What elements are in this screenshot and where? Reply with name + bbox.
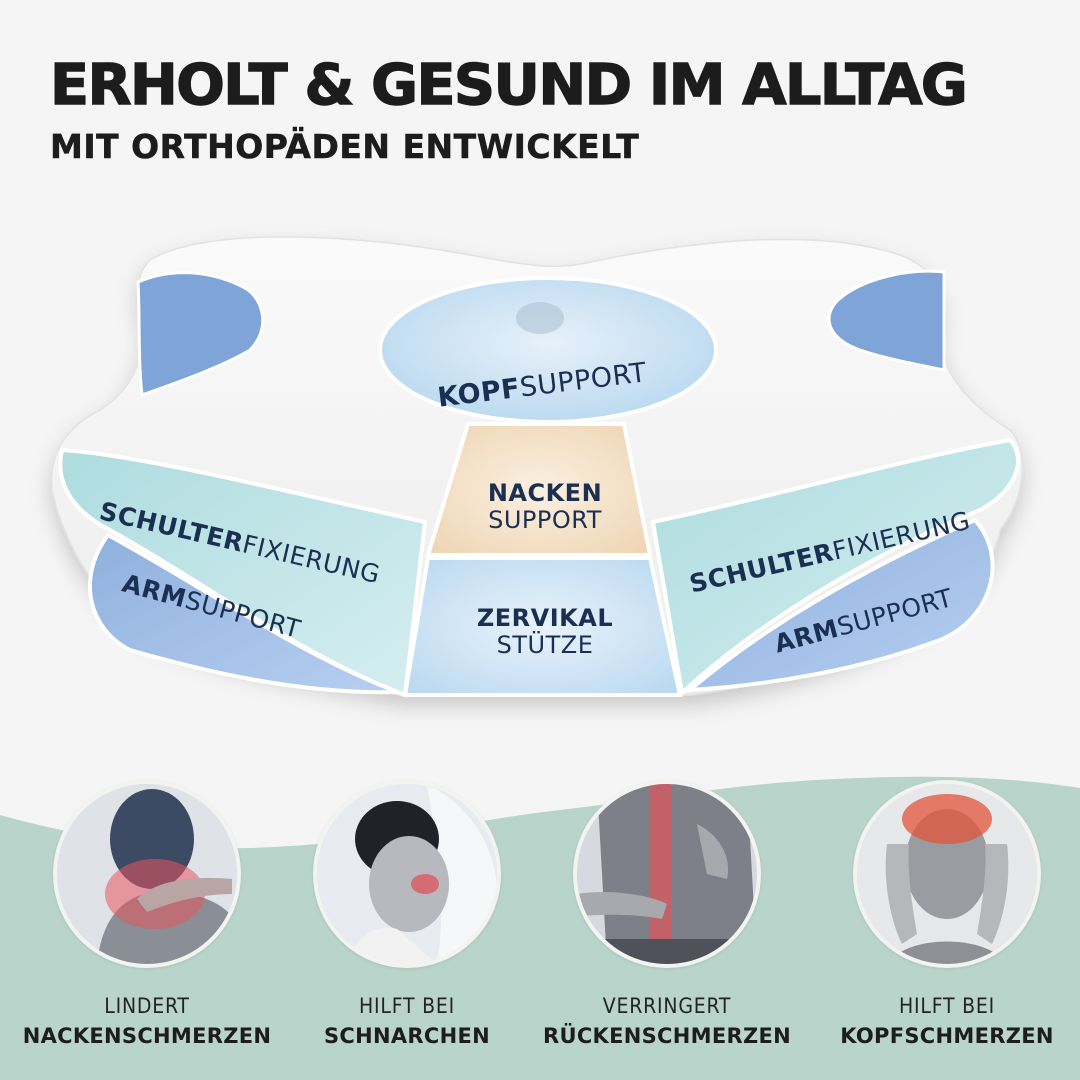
benefit-line2: SCHNARCHEN xyxy=(323,1024,491,1048)
benefit-line1: HILFT BEI xyxy=(359,994,455,1018)
zone-label-nackensupport: NACKEN SUPPORT xyxy=(487,479,603,534)
headline: ERHOLT & GESUND IM ALLTAG xyxy=(49,53,968,118)
back-pain-photo xyxy=(573,780,761,968)
zone-label-zervikalstuetze: ZERVIKAL STÜTZE xyxy=(476,604,614,659)
benefit-line2: KOPFSCHMERZEN xyxy=(840,1024,1054,1048)
benefit-headache: HILFT BEI KOPFSCHMERZEN xyxy=(822,780,1072,1048)
benefit-back-pain: VERRINGERT RÜCKENSCHMERZEN xyxy=(542,780,792,1048)
snoring-photo xyxy=(313,780,501,968)
benefit-neck-pain: LINDERT NACKENSCHMERZEN xyxy=(22,780,272,1048)
benefit-snoring: HILFT BEI SCHNARCHEN xyxy=(282,780,532,1048)
benefit-line1: HILFT BEI xyxy=(899,994,995,1018)
benefit-line2: RÜCKENSCHMERZEN xyxy=(543,1024,791,1048)
pillow-illustration: KOPFSUPPORT NACKEN SUPPORT ZERVIKAL STÜT… xyxy=(0,200,1080,740)
wave-background xyxy=(0,776,1080,1080)
headache-photo xyxy=(853,780,1041,968)
benefit-line1: VERRINGERT xyxy=(602,994,732,1018)
pillow-shape-icon xyxy=(50,236,1023,698)
neck-pain-photo xyxy=(53,780,241,968)
benefit-line1: LINDERT xyxy=(104,994,190,1018)
benefit-line2: NACKENSCHMERZEN xyxy=(22,1024,272,1048)
subheadline: MIT ORTHOPÄDEN ENTWICKELT xyxy=(50,127,640,166)
